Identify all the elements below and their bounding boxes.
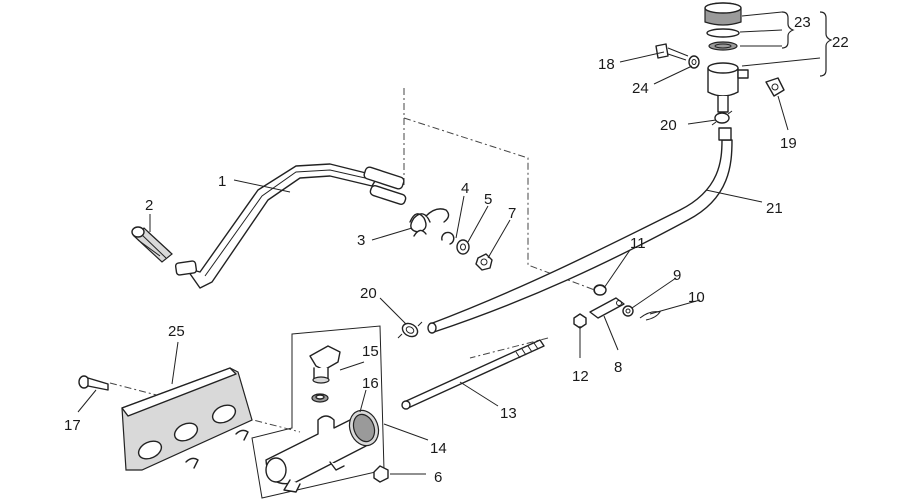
reservoir-cap-part [704,2,742,26]
hose-fitting-15 [309,345,341,384]
washer-24 [688,55,700,69]
small-hardware-parts [441,231,493,271]
callout-21: 21 [766,200,783,217]
split-pin-10 [639,311,661,321]
washer-9 [622,305,634,317]
cap-seal-ring [706,28,740,38]
return-spring-part [409,208,450,237]
fluid-reservoir-assembly [655,2,785,113]
callout-10: 10 [688,289,705,306]
callout-19: 19 [780,135,797,152]
mounting-screw-18 [655,43,689,61]
bracket-19 [765,77,785,97]
callout-23: 23 [794,14,811,31]
nut-7 [475,253,493,271]
callout-7: 7 [508,205,516,222]
circlip-4 [441,231,455,245]
hose-clamp-lower [397,321,423,339]
callout-3: 3 [357,232,365,249]
hose-clamp-parts [397,110,733,339]
bolt-17-part [78,375,109,391]
hose-clamp-upper [711,110,733,126]
callout-18: 18 [598,56,615,73]
callout-4: 4 [461,180,469,197]
callout-25: 25 [168,323,185,340]
callout-20-lower: 20 [360,285,377,302]
nut-6 [373,465,389,483]
callout-5: 5 [484,191,492,208]
washer-5 [456,239,470,255]
pedal-lever-part [174,163,407,289]
callout-9: 9 [673,267,681,284]
callout-8: 8 [614,359,622,376]
callout-22: 22 [832,34,849,51]
cap-diaphragm [708,41,738,51]
reservoir-body-part [707,62,749,113]
pedal-rubber-part [131,226,173,263]
callout-1: 1 [218,173,226,190]
callout-14: 14 [430,440,447,457]
callout-2: 2 [145,197,153,214]
callout-6: 6 [434,469,442,486]
seal-16 [311,393,329,403]
callout-12: 12 [572,368,589,385]
callout-24: 24 [632,80,649,97]
master-cylinder-group [251,325,389,499]
callout-16: 16 [362,375,379,392]
clevis-8 [589,297,625,319]
callout-13: 13 [500,405,517,422]
hydraulic-hose-part [427,127,733,334]
push-rod-part [401,339,545,410]
callout-11: 11 [630,235,646,252]
heel-guard-plate-part [121,367,253,471]
cylinder-body-14 [265,409,380,493]
callout-17: 17 [64,417,81,434]
leader-lines [77,11,821,475]
clevis-hardware-parts [573,284,661,329]
group-braces [781,11,833,77]
callout-numbers: 1 2 3 4 5 7 11 9 10 20 8 12 13 21 15 16 … [64,14,849,486]
callout-15: 15 [362,343,379,360]
assembly-guide-lines [109,88,601,433]
callout-20-upper: 20 [660,117,677,134]
nut-12 [573,313,587,329]
